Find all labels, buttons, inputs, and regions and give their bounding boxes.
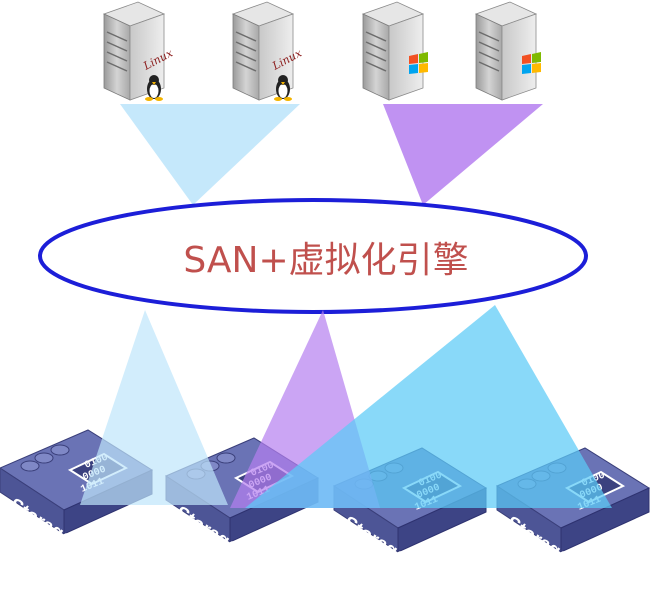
linux-server-1: Linux <box>103 1 176 101</box>
windows-server-1 <box>362 1 428 101</box>
windows-server-2 <box>475 1 541 101</box>
linux-servers-beam <box>120 104 300 205</box>
linux-server-2: Linux <box>232 1 305 101</box>
tux-icon <box>274 75 292 101</box>
windows-flag-icon <box>409 52 428 74</box>
tux-icon <box>145 75 163 101</box>
windows-flag-icon <box>522 52 541 74</box>
engine-to-storage-3-beam <box>245 305 612 508</box>
engine-label: SAN+虚拟化引擎 <box>183 240 469 281</box>
virtualization-engine-ellipse <box>38 198 588 314</box>
engine-to-storage-1-beam <box>80 310 228 505</box>
windows-servers-beam <box>383 104 543 205</box>
